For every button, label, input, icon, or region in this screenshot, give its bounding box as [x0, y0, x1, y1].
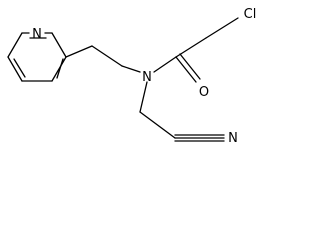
bond: [7, 32, 23, 58]
bond-chain: [65, 17, 239, 142]
chlorine-label: Cl: [244, 7, 257, 22]
chemical-structure: N N O Cl N: [7, 7, 257, 146]
bond: [7, 56, 23, 82]
amide-nitrogen-label: N: [142, 70, 152, 85]
bond: [51, 56, 67, 82]
bond: [175, 37, 207, 58]
nitrile-nitrogen-label: N: [228, 131, 238, 146]
pyridine-ring: [7, 32, 67, 82]
double-bond-inner: [56, 58, 64, 79]
double-bond-inner: [13, 58, 26, 78]
double-bond: [179, 53, 201, 80]
bond: [65, 45, 93, 58]
pyridine-nitrogen-label: N: [32, 27, 42, 42]
bond: [205, 17, 239, 39]
bond: [175, 56, 197, 83]
bond: [121, 65, 141, 73]
bond: [153, 56, 177, 73]
bond: [139, 111, 176, 139]
carbonyl-oxygen-label: O: [199, 85, 209, 100]
bond: [51, 32, 67, 58]
bond: [91, 45, 123, 67]
bond: [139, 81, 148, 113]
